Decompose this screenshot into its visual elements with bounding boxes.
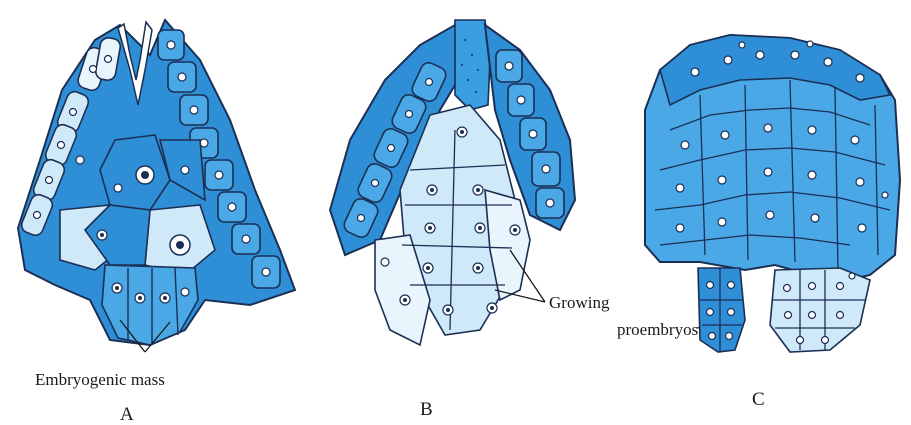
label-panel-c: C (752, 389, 765, 410)
panel-b-ovule: B (330, 20, 575, 420)
panel-c-nucellus: C (645, 35, 900, 410)
label-growing: Growing (549, 293, 610, 312)
panel-a-ovule: Embryogenic mass A (18, 20, 295, 425)
label-proembryos: proembryos (617, 320, 698, 339)
panel-b-stalk (455, 20, 490, 110)
label-embryogenic-mass: Embryogenic mass (35, 370, 165, 389)
panel-c-proembryo-left (698, 268, 745, 352)
panel-c-proembryo-right (770, 268, 870, 352)
panel-a-embryogenic-mass (102, 265, 198, 345)
label-panel-a: A (120, 404, 134, 425)
label-panel-b: B (420, 399, 433, 420)
